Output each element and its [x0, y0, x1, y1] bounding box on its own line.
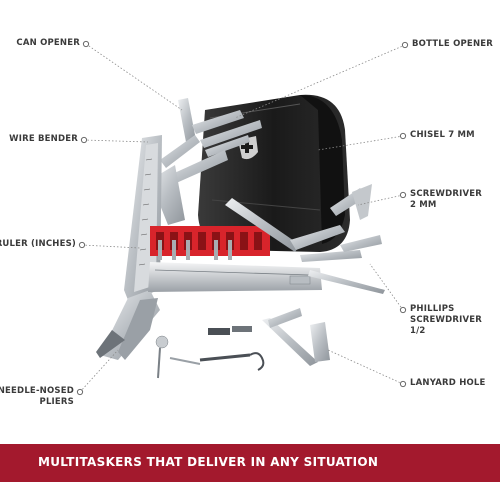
callout-lanyard-hole: LANYARD HOLE: [410, 378, 486, 388]
accessories: [155, 308, 330, 379]
tagline-banner: MULTITASKERS THAT DELIVER IN ANY SITUATI…: [0, 444, 500, 482]
needle-nose-pliers: [96, 290, 160, 360]
callout-phillips-screwdriver: PHILLIPS SCREWDRIVER 1/2: [410, 304, 482, 336]
callout-chisel: CHISEL 7 MM: [410, 130, 475, 140]
tagline-text: MULTITASKERS THAT DELIVER IN ANY SITUATI…: [38, 455, 379, 469]
callout-needle-nosed-pliers: NEEDLE-NOSED PLIERS: [0, 386, 74, 407]
leader-phillips: [369, 263, 404, 311]
leader-wire-bender: [83, 139, 149, 143]
callout-can-opener: CAN OPENER: [16, 38, 80, 48]
callout-ruler: RULER (INCHES): [0, 239, 76, 249]
lower-handle: [148, 262, 322, 292]
bottom-strip: [0, 482, 500, 492]
callout-wire-bender: WIRE BENDER: [9, 134, 78, 144]
leader-lanyard: [327, 349, 404, 385]
callout-bottle-opener: BOTTLE OPENER: [412, 39, 494, 49]
leader-ruler: [81, 244, 141, 249]
right-tools: [225, 184, 385, 294]
leader-can-opener: [85, 43, 183, 111]
leader-screwdriver: [357, 194, 404, 206]
leader-bottle-opener: [234, 44, 406, 119]
callout-screwdriver: SCREWDRIVER 2 MM: [410, 189, 482, 210]
leader-needle-nosed: [79, 349, 119, 393]
leader-chisel: [317, 135, 404, 151]
bit-holder: [150, 226, 270, 260]
